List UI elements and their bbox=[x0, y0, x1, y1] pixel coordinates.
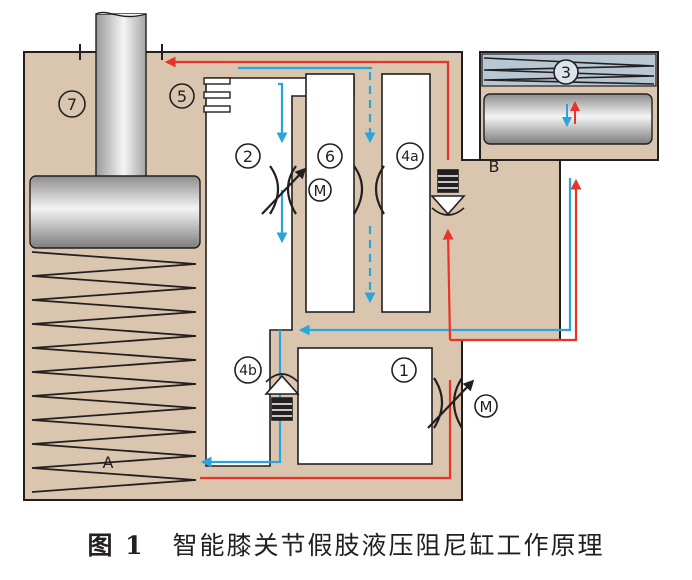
label-5: 5 bbox=[177, 87, 187, 106]
valve-2 bbox=[261, 165, 307, 215]
main-spring-coil bbox=[31, 251, 197, 493]
main-piston bbox=[29, 175, 201, 249]
label-4a-circle bbox=[396, 142, 424, 170]
motor-bottom-circle bbox=[474, 394, 498, 418]
label-4b-circle bbox=[234, 356, 262, 384]
chamber-5-slots bbox=[203, 77, 231, 113]
check-valve-4b bbox=[264, 373, 300, 421]
chamber-bottom bbox=[297, 347, 433, 465]
check-valve-4a bbox=[430, 169, 466, 216]
label-6-circle bbox=[317, 143, 343, 169]
label-1: 1 bbox=[399, 361, 409, 380]
label-4a: 4a bbox=[401, 149, 419, 165]
label-3-circle bbox=[553, 59, 579, 85]
valve-6 bbox=[353, 165, 385, 215]
pressure-flow bbox=[164, 56, 582, 480]
valve-1 bbox=[427, 377, 475, 429]
chamber-right bbox=[381, 73, 431, 313]
motor-label-bottom: M bbox=[480, 398, 493, 416]
label-7-circle bbox=[58, 90, 86, 118]
motor-top-circle bbox=[308, 178, 332, 202]
chamber-a-label: A bbox=[103, 453, 114, 472]
figure-caption: 图 1 智能膝关节假肢液压阻尼缸工作原理 bbox=[0, 526, 692, 562]
label-4b: 4b bbox=[239, 363, 257, 379]
label-5-circle bbox=[169, 83, 195, 109]
label-6: 6 bbox=[325, 147, 335, 166]
label-2-circle bbox=[235, 143, 261, 169]
rod-top-cut bbox=[95, 11, 147, 18]
label-7: 7 bbox=[67, 95, 77, 114]
chamber-b-label: B bbox=[489, 157, 500, 176]
piston-rod bbox=[95, 13, 147, 187]
label-3: 3 bbox=[561, 63, 571, 82]
label-2: 2 bbox=[243, 147, 253, 166]
label-1-circle bbox=[391, 357, 417, 383]
figure-number: 图 1 bbox=[87, 531, 145, 560]
motor-label-top: M bbox=[314, 182, 327, 200]
figure-title: 智能膝关节假肢液压阻尼缸工作原理 bbox=[172, 531, 605, 560]
